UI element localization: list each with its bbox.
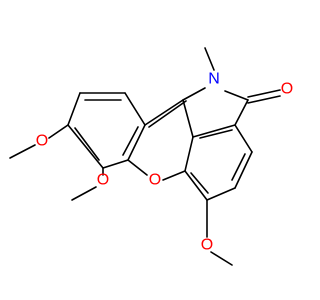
nitrogen-atom-label: N	[208, 71, 220, 88]
bond	[124, 92, 146, 126]
bond	[74, 127, 100, 161]
bond	[210, 251, 233, 266]
structure-canvas: N O O O O O	[9, 47, 293, 266]
bond	[204, 47, 215, 71]
methoxy-oxygen-left-label: O	[36, 133, 48, 150]
bond	[148, 100, 187, 128]
bond	[144, 99, 184, 126]
bond	[199, 129, 233, 139]
bond	[231, 153, 246, 181]
bond	[234, 124, 253, 153]
ring-oxygen-label: O	[149, 172, 161, 189]
bond	[48, 124, 69, 139]
bond	[182, 99, 194, 138]
bond	[127, 124, 146, 161]
bond	[192, 124, 236, 138]
bond	[182, 87, 206, 101]
methoxy-oxygen-bottom-right-label: O	[201, 237, 213, 254]
bond	[234, 99, 249, 126]
bond	[71, 186, 97, 201]
bond	[9, 144, 36, 159]
bond	[224, 90, 249, 101]
methoxy-oxygen-bottom-left-label: O	[97, 172, 109, 189]
bond	[162, 170, 186, 181]
bond	[122, 126, 139, 156]
bond	[247, 95, 281, 104]
bond	[67, 92, 81, 126]
bond	[206, 187, 236, 201]
bond	[102, 159, 129, 169]
bond	[247, 89, 281, 98]
bonds	[9, 47, 281, 266]
atom-labels: N O O O O O	[36, 71, 293, 254]
bond	[234, 151, 253, 189]
bond	[67, 124, 104, 169]
bond	[127, 159, 148, 176]
molecule-structure: N O O O O O	[9, 47, 293, 266]
bond	[190, 172, 209, 194]
bond	[184, 136, 194, 172]
carbonyl-oxygen-label: O	[281, 81, 293, 98]
bond	[184, 170, 208, 201]
